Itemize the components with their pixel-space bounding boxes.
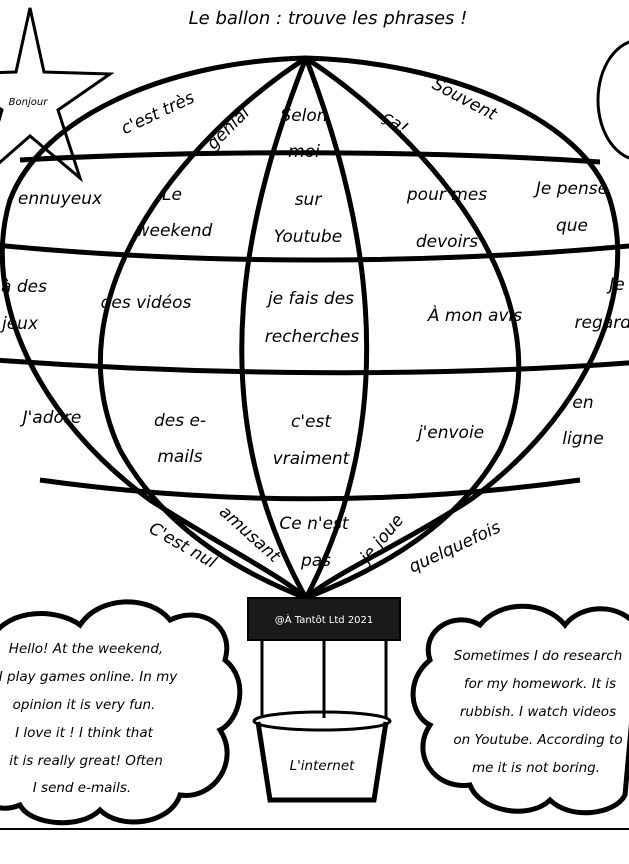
- cell-r4-c3a: c'est: [291, 412, 332, 432]
- cell-r2-c5a: Je pense: [533, 179, 608, 199]
- left-cloud-line-2: I play games online. In my: [0, 669, 178, 685]
- star-shape: Bonjour: [0, 7, 115, 183]
- right-cloud-line-1: Sometimes I do research: [454, 648, 623, 664]
- cell-r1-c4: ça!: [378, 107, 411, 139]
- basket-banner: [247, 597, 401, 641]
- worksheet-title: Le ballon : trouve les phrases !: [189, 8, 468, 29]
- right-cloud: Sometimes I do research for my homework.…: [410, 603, 629, 816]
- cell-r4-c1: J'adore: [20, 408, 82, 428]
- left-cloud-line-6: I send e-mails.: [33, 780, 131, 796]
- cell-r3-c5a: Je: [606, 275, 624, 295]
- cell-r2-c3b: Youtube: [274, 227, 342, 247]
- cell-r2-c3a: sur: [295, 190, 323, 210]
- cell-r2-c4b: devoirs: [416, 232, 478, 252]
- right-cloud-line-3: rubbish. I watch videos: [460, 704, 616, 720]
- cell-r2-c4a: pour mes: [406, 185, 487, 205]
- cell-r4-c3b: vraiment: [273, 449, 351, 469]
- cell-r2-c1: ennuyeux: [18, 189, 103, 209]
- cell-r1-c3a: Selon: [280, 106, 327, 126]
- cell-r1-c2: génial: [203, 103, 254, 154]
- cell-r2-c5b: que: [556, 216, 588, 236]
- cell-r4-c5a: en: [572, 393, 593, 413]
- sun-shape: [596, 40, 629, 160]
- cell-r3-c3b: recherches: [265, 327, 360, 347]
- cell-r3-c3a: je fais des: [266, 289, 354, 309]
- cell-r3-c1b: jeux: [0, 314, 39, 334]
- left-cloud-line-5: it is really great! Often: [9, 753, 163, 769]
- copyright-text: @À Tantôt Ltd 2021: [275, 613, 374, 626]
- cell-r2-c2a: Le: [162, 185, 182, 205]
- cell-r2-c2b: weekend: [136, 221, 213, 241]
- cell-r3-c1a: à des: [1, 277, 47, 297]
- left-cloud-line-4: I love it ! I think that: [15, 725, 154, 741]
- cell-r4-c5b: ligne: [562, 429, 603, 449]
- balloon-basket: @À Tantôt Ltd 2021 L'internet: [247, 597, 401, 803]
- cell-r4-c2a: des e-: [154, 411, 206, 431]
- cell-r5-c3b: pas: [300, 551, 331, 571]
- star-label: Bonjour: [9, 97, 49, 108]
- right-cloud-line-5: me it is not boring.: [472, 760, 600, 776]
- cell-r1-c5: Souvent: [429, 74, 501, 125]
- cell-r3-c5b: regarde: [575, 313, 629, 333]
- basket-label: L'internet: [290, 758, 356, 774]
- right-cloud-line-2: for my homework. It is: [464, 676, 616, 692]
- cell-r4-c2b: mails: [157, 447, 202, 467]
- left-cloud: Hello! At the weekend, I play games onli…: [0, 599, 243, 826]
- left-cloud-line-3: opinion it is very fun.: [13, 697, 156, 713]
- cell-r5-c3a: Ce n'est: [279, 514, 349, 534]
- right-cloud-line-4: on Youtube. According to: [453, 732, 622, 748]
- cell-r3-c2: des vidéos: [101, 293, 192, 313]
- cell-r1-c3b: moi: [288, 142, 320, 162]
- cell-r4-c4: j'envoie: [416, 423, 484, 443]
- cell-r5-c5: quelquefois: [406, 517, 504, 577]
- cell-r3-c4: À mon avis: [427, 304, 522, 326]
- balloon-envelope: [0, 55, 629, 602]
- left-cloud-line-1: Hello! At the weekend,: [9, 641, 163, 657]
